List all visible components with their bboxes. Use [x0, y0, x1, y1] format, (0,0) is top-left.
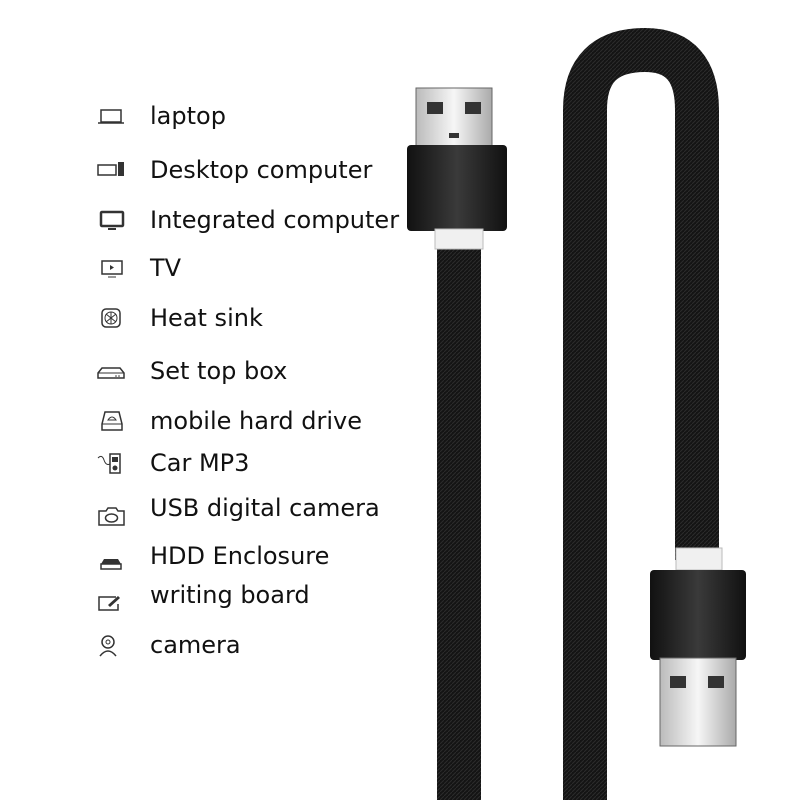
laptop-icon — [98, 109, 124, 124]
hdd-enclosure-icon — [100, 559, 122, 570]
feature-label: HDD Enclosure — [150, 542, 330, 570]
mp3-player-icon — [97, 453, 121, 474]
feature-heat-sink: Heat sink — [96, 303, 263, 333]
feature-label: Car MP3 — [150, 449, 250, 477]
top-usb-connector — [407, 87, 507, 250]
monitor-icon — [99, 210, 125, 230]
webcam-icon — [99, 635, 117, 657]
feature-label: laptop — [150, 102, 226, 130]
feature-writing-board: writing board — [96, 581, 310, 616]
feature-tv: TV — [96, 253, 181, 283]
bottom-usb-connector — [650, 547, 746, 747]
feature-label: Set top box — [150, 357, 288, 385]
feature-label: Integrated computer — [150, 206, 400, 234]
feature-camera: camera — [96, 630, 241, 660]
feature-label: camera — [150, 631, 241, 659]
feature-usb-digital-camera: USB digital camera — [96, 494, 380, 530]
feature-integrated-computer: Integrated computer — [96, 205, 399, 235]
feature-label: mobile hard drive — [150, 407, 362, 435]
feature-label: Heat sink — [150, 304, 263, 332]
feature-laptop: laptop — [96, 101, 226, 131]
writing-board-icon — [98, 596, 120, 611]
loop-cable — [563, 27, 719, 800]
set-top-box-icon — [97, 367, 125, 379]
feature-car-mp3: Car MP3 — [96, 448, 249, 478]
feature-set-top-box: Set top box — [96, 356, 287, 386]
feature-label: Desktop computer — [150, 156, 373, 184]
tv-icon — [101, 260, 123, 278]
feature-hdd-enclosure: HDD Enclosure — [96, 542, 329, 574]
feature-label: USB digital camera — [150, 494, 380, 522]
desktop-computer-icon — [97, 162, 124, 176]
feature-label: TV — [150, 254, 182, 282]
feature-desktop-computer: Desktop computer — [96, 155, 372, 185]
feature-label: writing board — [150, 581, 310, 609]
hard-drive-icon — [101, 411, 123, 431]
fan-icon — [101, 308, 121, 328]
feature-mobile-hard-drive: mobile hard drive — [96, 406, 362, 436]
left-cable — [437, 245, 481, 800]
camera-icon — [98, 507, 125, 526]
